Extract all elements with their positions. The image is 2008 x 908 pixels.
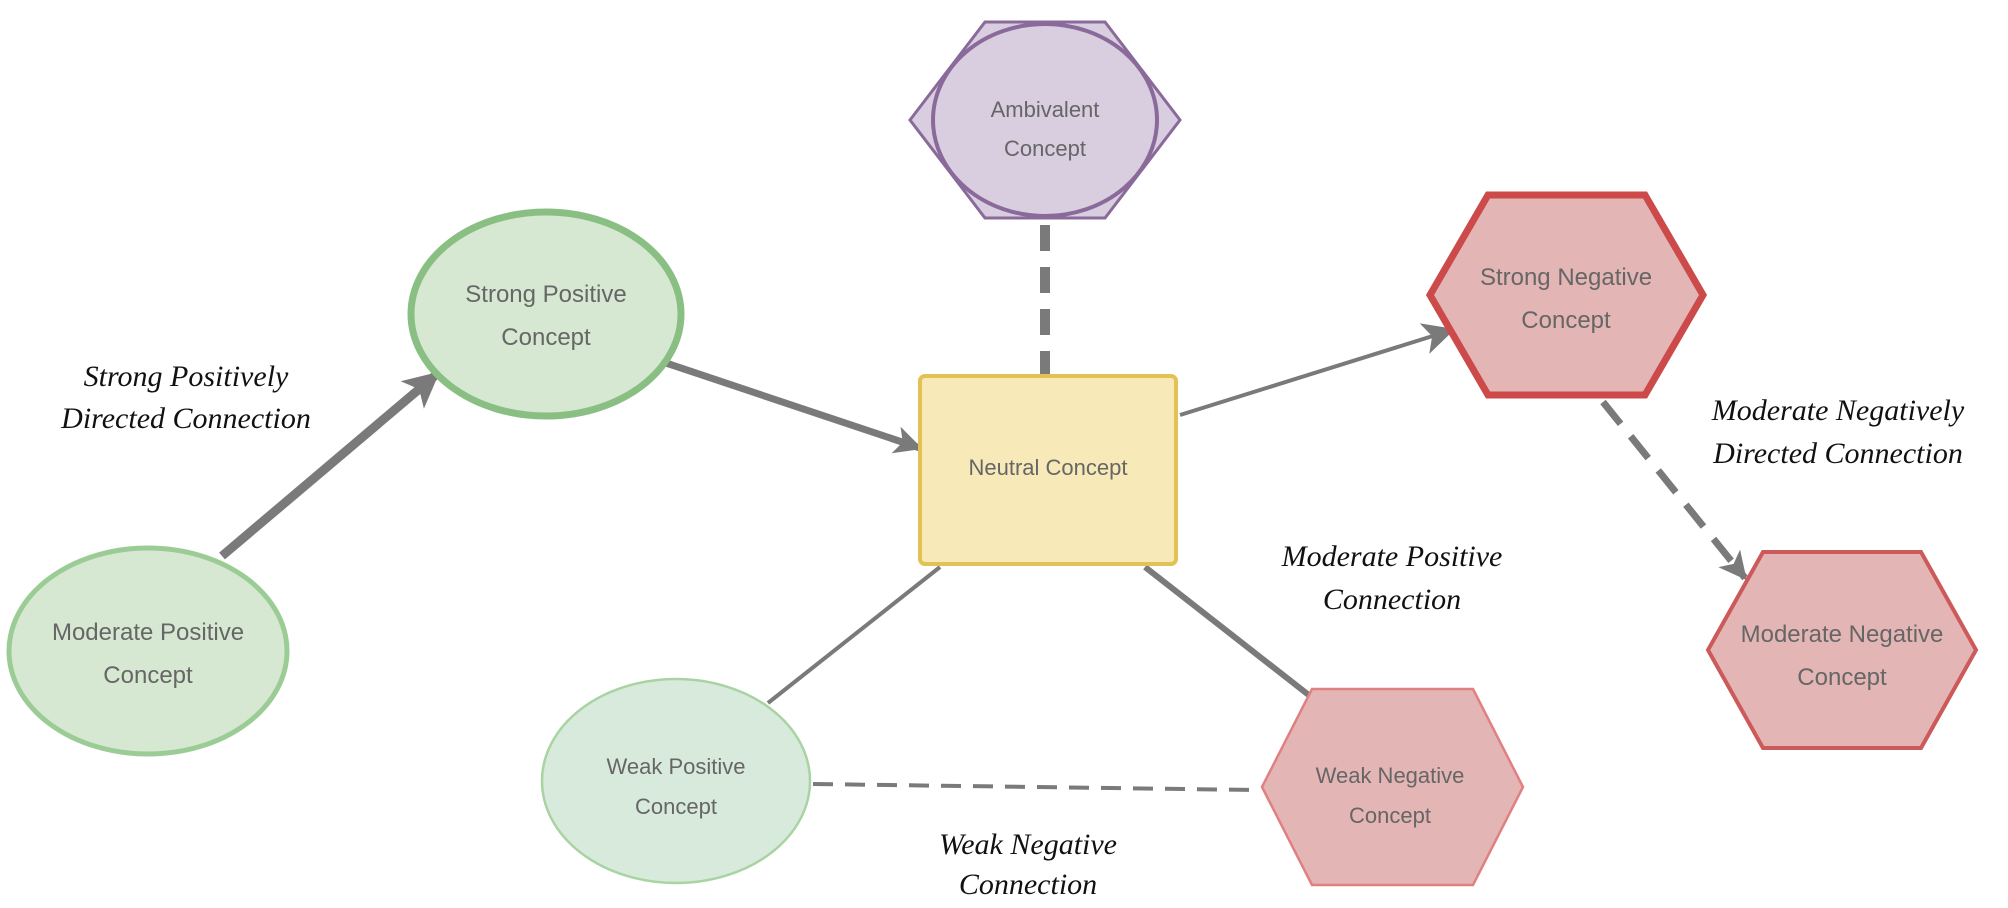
edge-label-moderate-negatively-line2: Directed Connection xyxy=(1712,437,1963,470)
edge-label-strong-positively-line2: Directed Connection xyxy=(60,402,311,435)
edge-label-moderate-negatively-directed: Moderate Negatively Directed Connection xyxy=(1711,394,1965,470)
weak-negative-label-line1: Weak Negative xyxy=(1316,763,1465,788)
edges xyxy=(219,225,1748,792)
edge-strong-negative-to-moderate-negative xyxy=(1600,399,1748,581)
node-strong-negative-concept: Strong Negative Concept xyxy=(1425,191,1708,399)
strong-negative-label-line2: Concept xyxy=(1521,307,1611,334)
ambivalent-label-line1: Ambivalent xyxy=(991,97,1100,122)
weak-positive-ellipse xyxy=(540,677,812,885)
moderate-negative-label-line1: Moderate Negative xyxy=(1741,621,1944,648)
edge-label-strong-positively-directed: Strong Positively Directed Connection xyxy=(60,360,311,435)
edge-weak-positive-weak-negative xyxy=(812,782,1258,792)
neutral-label: Neutral Concept xyxy=(969,455,1128,480)
strong-positive-label-line2: Concept xyxy=(501,324,591,351)
weak-positive-label-line1: Weak Positive xyxy=(607,754,746,779)
moderate-negative-label-line2: Concept xyxy=(1797,664,1887,691)
edge-label-weak-negative-line1: Weak Negative xyxy=(939,828,1117,861)
ambivalent-label-line2: Concept xyxy=(1004,136,1086,161)
moderate-negative-hexagon xyxy=(1705,550,1979,750)
node-strong-positive-concept: Strong Positive Concept xyxy=(407,208,685,420)
strong-positive-label-line1: Strong Positive xyxy=(465,281,626,308)
edge-strong-positive-to-neutral xyxy=(661,358,923,454)
edge-neutral-weak-positive xyxy=(766,565,942,705)
node-ambivalent-concept: Ambivalent Concept xyxy=(908,20,1182,220)
ambivalent-circle xyxy=(931,22,1159,218)
edge-label-moderate-positive-line2: Connection xyxy=(1323,583,1461,616)
weak-negative-hexagon xyxy=(1260,687,1525,887)
edge-label-moderate-negatively-line1: Moderate Negatively xyxy=(1711,394,1965,427)
moderate-positive-label-line2: Concept xyxy=(103,662,193,689)
weak-positive-label-line2: Concept xyxy=(635,794,717,819)
strong-positive-ellipse xyxy=(407,208,685,420)
node-moderate-positive-concept: Moderate Positive Concept xyxy=(6,545,290,757)
edge-label-strong-positively-line1: Strong Positively xyxy=(84,360,289,393)
edge-moderate-to-strong-positive xyxy=(219,370,440,560)
weak-negative-label-line2: Concept xyxy=(1349,803,1431,828)
neutral-rectangle xyxy=(918,374,1178,566)
edge-label-weak-negative-line2: Connection xyxy=(959,868,1097,901)
moderate-positive-ellipse xyxy=(6,545,290,757)
node-weak-positive-concept: Weak Positive Concept xyxy=(540,677,812,885)
node-neutral-concept: Neutral Concept xyxy=(918,374,1178,566)
edge-neutral-weak-negative xyxy=(1143,564,1312,699)
edge-label-moderate-positive-line1: Moderate Positive xyxy=(1281,540,1503,573)
edge-label-moderate-positive: Moderate Positive Connection xyxy=(1281,540,1503,616)
edge-label-weak-negative: Weak Negative Connection xyxy=(939,828,1117,901)
node-weak-negative-concept: Weak Negative Concept xyxy=(1260,687,1525,887)
node-moderate-negative-concept: Moderate Negative Concept xyxy=(1705,550,1979,750)
edge-neutral-to-strong-negative xyxy=(1179,323,1456,417)
strong-negative-label-line1: Strong Negative xyxy=(1480,264,1652,291)
moderate-positive-label-line1: Moderate Positive xyxy=(52,619,244,646)
strong-negative-hexagon xyxy=(1425,191,1708,399)
